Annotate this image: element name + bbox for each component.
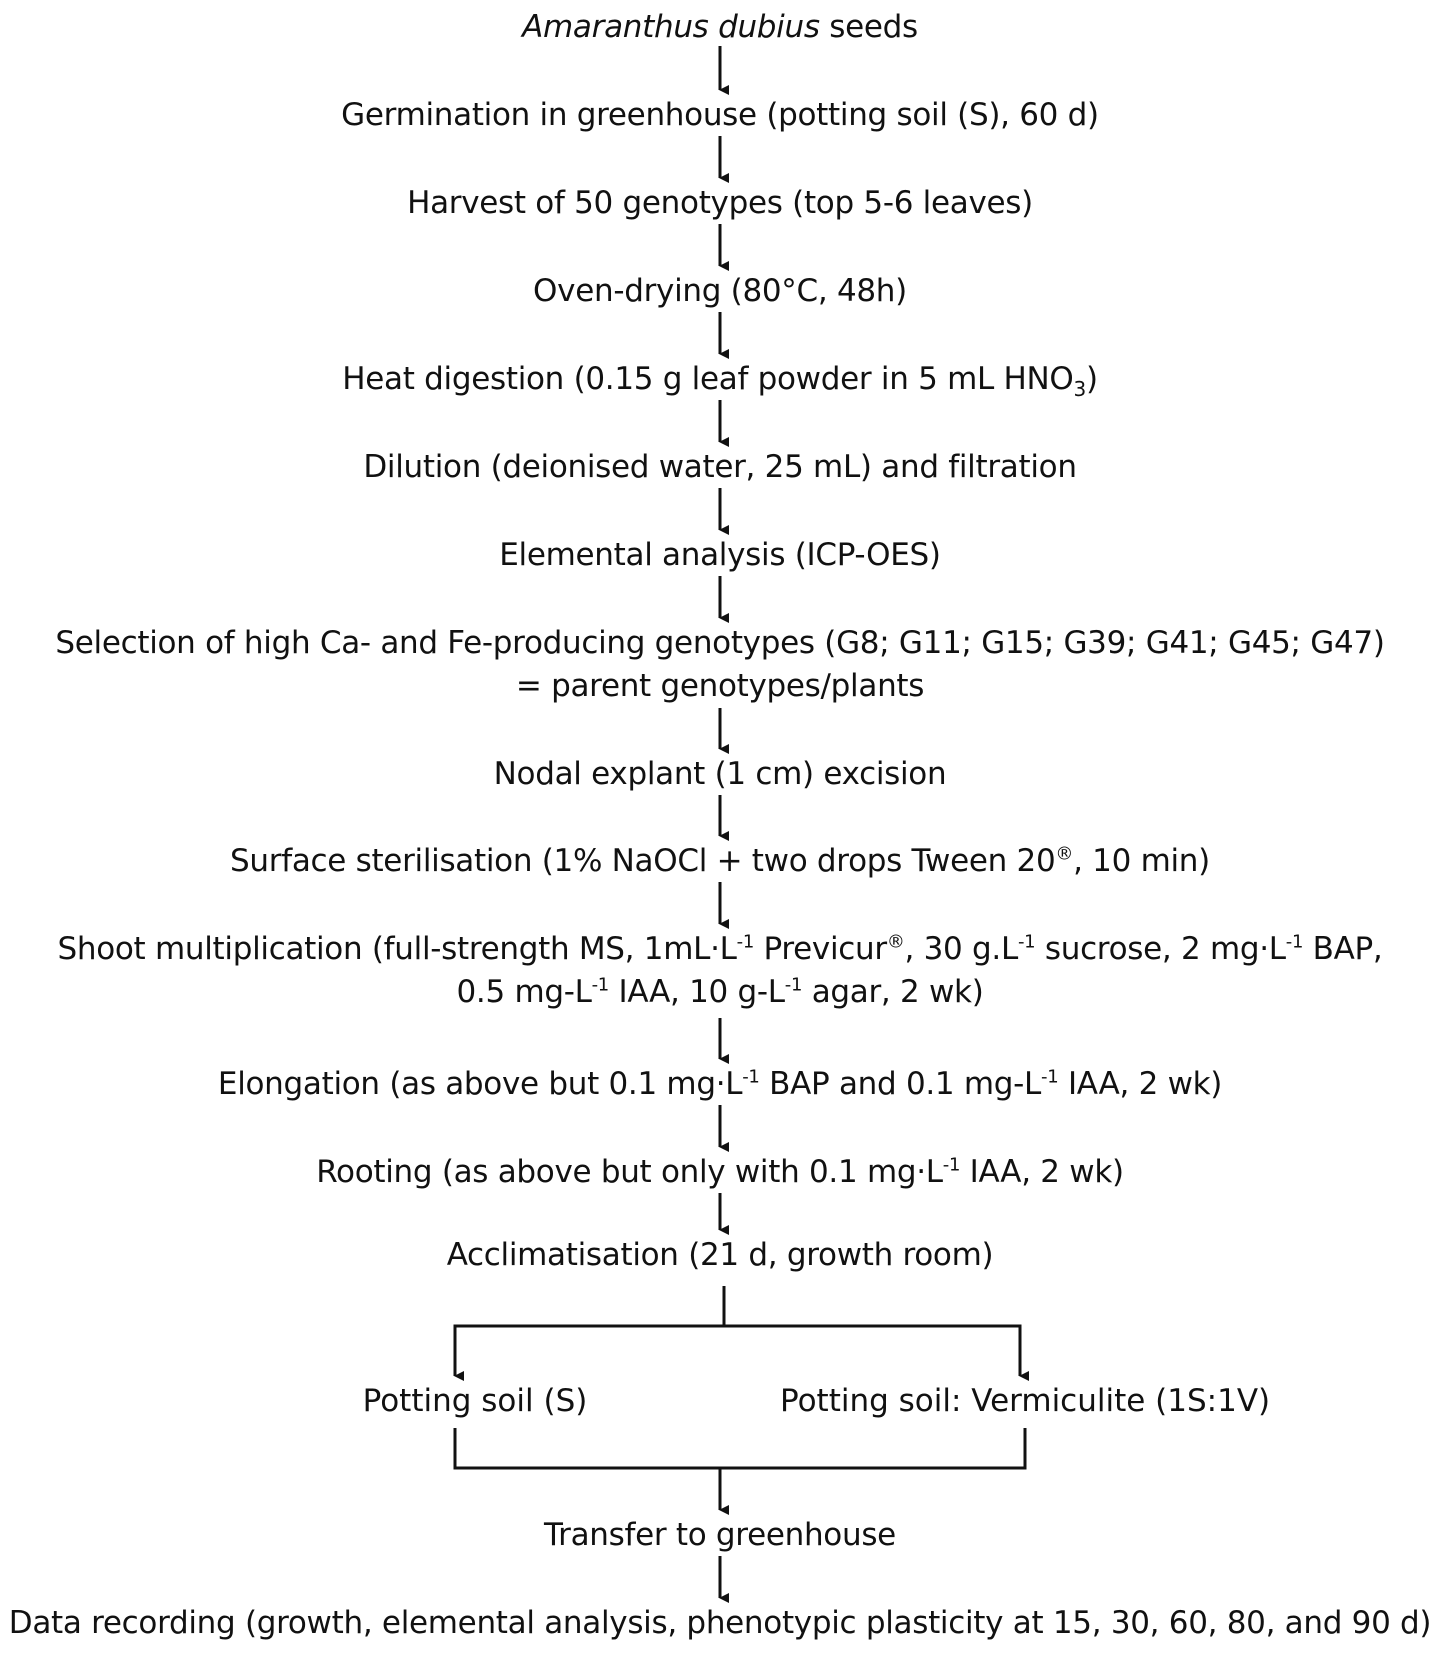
step-transfer-greenhouse: Transfer to greenhouse — [544, 1517, 896, 1553]
seeds-label: seeds — [819, 9, 918, 45]
shoot2-text-c: agar, 2 wk) — [802, 974, 984, 1010]
shoot-sup-3: -1 — [1285, 931, 1304, 953]
rooting-sup: -1 — [942, 1154, 961, 1176]
shoot2-text-a: 0.5 mg-L — [456, 974, 592, 1010]
merge-connector — [453, 1428, 1027, 1470]
selection-line-2: = parent genotypes/plants — [515, 668, 925, 704]
step-acclimatisation: Acclimatisation (21 d, growth room) — [446, 1237, 994, 1273]
selection-line-1: Selection of high Ca- and Fe-producing g… — [55, 625, 1385, 661]
elongation-text-a: Elongation (as above but 0.1 mg·L — [217, 1066, 743, 1102]
shoot-text-c: , 30 g.L — [904, 931, 1019, 967]
shoot-text-e: BAP, — [1303, 931, 1383, 967]
sterilisation-text-a: Surface sterilisation (1% NaOCl + two dr… — [230, 843, 1056, 879]
step-oven-drying: Oven-drying (80°C, 48h) — [533, 273, 907, 309]
step-seeds: Amaranthus dubius seeds — [0, 6, 1440, 49]
shoot-line-1: Shoot multiplication (full-strength MS, … — [0, 928, 1440, 971]
shoot-text-a: Shoot multiplication (full-strength MS, … — [57, 931, 737, 967]
rooting-text-b: IAA, 2 wk) — [960, 1154, 1124, 1190]
step-selection: Selection of high Ca- and Fe-producing g… — [0, 622, 1440, 708]
split-connector — [453, 1286, 726, 1370]
shoot-line-2: 0.5 mg-L-1 IAA, 10 g-L-1 agar, 2 wk) — [0, 971, 1440, 1014]
elongation-sup-1: -1 — [742, 1066, 760, 1088]
shoot2-sup-2: -1 — [784, 974, 803, 996]
step-nodal-explant: Nodal explant (1 cm) excision — [493, 756, 947, 792]
elongation-sup-2: -1 — [1041, 1066, 1059, 1088]
step-heat-digestion: Heat digestion (0.15 g leaf powder in 5 … — [0, 358, 1440, 401]
step-harvest: Harvest of 50 genotypes (top 5-6 leaves) — [407, 185, 1033, 221]
registered-mark: ® — [886, 931, 905, 953]
split-connector-right — [724, 1324, 1022, 1370]
branch-potting-soil: Potting soil (S) — [362, 1383, 588, 1419]
registered-mark: ® — [1055, 843, 1074, 865]
shoot-text-d: sucrose, 2 mg·L — [1035, 931, 1286, 967]
shoot2-sup-1: -1 — [591, 974, 610, 996]
digestion-close: ) — [1085, 361, 1098, 397]
shoot-sup-2: -1 — [1017, 931, 1036, 953]
sterilisation-text-b: , 10 min) — [1073, 843, 1210, 879]
step-data-recording: Data recording (growth, elemental analys… — [8, 1605, 1432, 1641]
species-name: Amaranthus dubius — [522, 9, 820, 45]
elongation-text-b: BAP and 0.1 mg-L — [759, 1066, 1042, 1102]
branch-soil-vermiculite: Potting soil: Vermiculite (1S:1V) — [780, 1383, 1271, 1419]
shoot-text-b: Previcur — [753, 931, 888, 967]
step-dilution: Dilution (deionised water, 25 mL) and fi… — [363, 449, 1077, 485]
elongation-text-c: IAA, 2 wk) — [1058, 1066, 1223, 1102]
digestion-subscript: 3 — [1073, 377, 1087, 402]
step-germination: Germination in greenhouse (potting soil … — [341, 97, 1099, 133]
step-shoot-multiplication: Shoot multiplication (full-strength MS, … — [0, 928, 1440, 1014]
step-rooting: Rooting (as above but only with 0.1 mg·L… — [0, 1151, 1440, 1194]
rooting-text-a: Rooting (as above but only with 0.1 mg·L — [316, 1154, 943, 1190]
shoot2-text-b: IAA, 10 g-L — [608, 974, 786, 1010]
digestion-text: Heat digestion (0.15 g leaf powder in 5 … — [342, 361, 1074, 397]
shoot-sup-1: -1 — [736, 931, 755, 953]
step-surface-sterilisation: Surface sterilisation (1% NaOCl + two dr… — [0, 840, 1440, 883]
step-elongation: Elongation (as above but 0.1 mg·L-1 BAP … — [0, 1063, 1440, 1106]
step-elemental-analysis: Elemental analysis (ICP-OES) — [499, 537, 941, 573]
